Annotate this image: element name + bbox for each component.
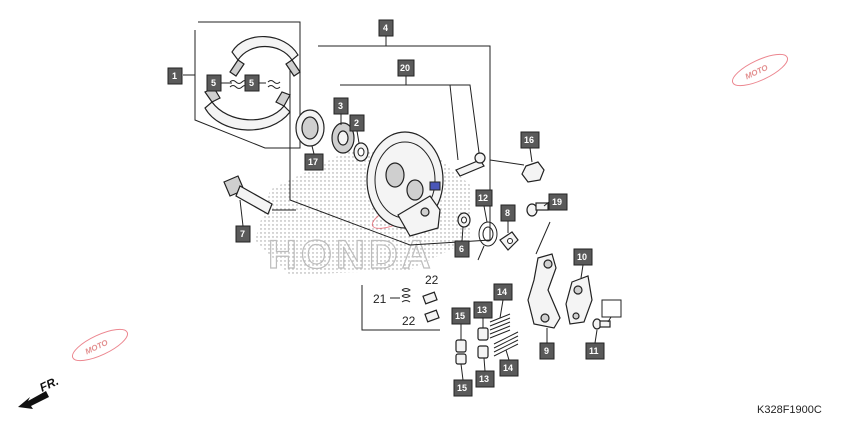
- front-direction-label: FR.: [37, 374, 60, 395]
- panel-group-bracket: [289, 36, 491, 246]
- svg-text:16: 16: [524, 135, 534, 145]
- pin-subassembly: [361, 285, 440, 331]
- drawing-code: K328F1900C: [757, 404, 822, 416]
- callout-13a: 13: [473, 301, 493, 319]
- svg-text:3: 3: [338, 101, 343, 111]
- svg-text:2: 2: [354, 118, 359, 128]
- oil-seal: [295, 109, 325, 147]
- panel-arm: [397, 195, 441, 237]
- callout-20: 20: [397, 59, 415, 77]
- bolt: [526, 202, 549, 217]
- panel-washer: [457, 212, 471, 228]
- moto-watermark-bottom: MOTO: [71, 328, 129, 362]
- pins-and-springs: [455, 313, 519, 365]
- callout-16: 16: [520, 131, 540, 149]
- callout-2: 2: [349, 114, 365, 132]
- brand-watermark: HONDA: [268, 233, 435, 277]
- svg-text:17: 17: [308, 157, 318, 167]
- callout-11: 11: [585, 342, 605, 360]
- callout-14a: 14: [493, 283, 513, 301]
- callout-6: 6: [454, 240, 470, 258]
- callout-10: 10: [573, 248, 593, 266]
- callout-5b: 5: [244, 74, 260, 92]
- svg-text:7: 7: [240, 229, 245, 239]
- wear-indicator: [499, 231, 519, 251]
- callout-3: 3: [333, 97, 349, 115]
- callout-5a: 5: [206, 74, 222, 92]
- label-22-top: 22: [425, 273, 439, 287]
- svg-text:9: 9: [544, 346, 549, 356]
- svg-text:13: 13: [477, 305, 487, 315]
- shoe-spring-right: [267, 80, 281, 89]
- return-spring: [477, 221, 498, 261]
- svg-text:5: 5: [211, 78, 216, 88]
- svg-text:10: 10: [577, 252, 587, 262]
- svg-text:5: 5: [249, 78, 254, 88]
- svg-text:15: 15: [457, 383, 467, 393]
- label-21: 21: [373, 292, 387, 306]
- brake-shoe-lower: [204, 87, 291, 131]
- gear: [331, 122, 355, 154]
- leader-lines: [221, 82, 612, 381]
- callout-12: 12: [475, 189, 493, 207]
- callout-14b: 14: [499, 359, 519, 377]
- shoe-group-bracket: [183, 21, 301, 149]
- brake-shoe-upper: [229, 36, 301, 77]
- callout-7: 7: [235, 225, 251, 243]
- callout-15b: 15: [453, 379, 473, 397]
- callout-9: 9: [539, 342, 555, 360]
- small-bolt: [592, 318, 611, 330]
- cam-shaft: [223, 175, 296, 215]
- svg-text:1: 1: [172, 71, 177, 81]
- svg-text:4: 4: [383, 23, 388, 33]
- callout-8: 8: [500, 204, 516, 222]
- moto-watermark-top: MOTO: [731, 53, 789, 87]
- callout-4: 4: [378, 19, 394, 37]
- callout-17: 17: [304, 153, 324, 171]
- svg-text:6: 6: [459, 244, 464, 254]
- washer: [353, 142, 369, 162]
- svg-text:8: 8: [505, 208, 510, 218]
- label-22-bottom: 22: [402, 314, 416, 328]
- nut: [489, 159, 545, 183]
- svg-text:12: 12: [478, 193, 488, 203]
- svg-text:20: 20: [400, 63, 410, 73]
- svg-text:15: 15: [455, 311, 465, 321]
- callout-19: 19: [548, 193, 568, 211]
- subgroup-bracket: [340, 76, 481, 161]
- callout-15a: 15: [451, 307, 471, 325]
- svg-text:11: 11: [589, 346, 599, 356]
- front-direction-arrow: FR.: [18, 374, 61, 409]
- callout-1: 1: [167, 67, 183, 85]
- callout-13b: 13: [475, 370, 495, 388]
- anchor-pin: [455, 152, 486, 177]
- svg-text:19: 19: [552, 197, 562, 207]
- brake-arm: [565, 275, 593, 325]
- svg-text:13: 13: [479, 374, 489, 384]
- brake-lever: [527, 221, 561, 329]
- svg-text:14: 14: [503, 363, 513, 373]
- svg-text:14: 14: [497, 287, 507, 297]
- callout-blank: [601, 299, 622, 318]
